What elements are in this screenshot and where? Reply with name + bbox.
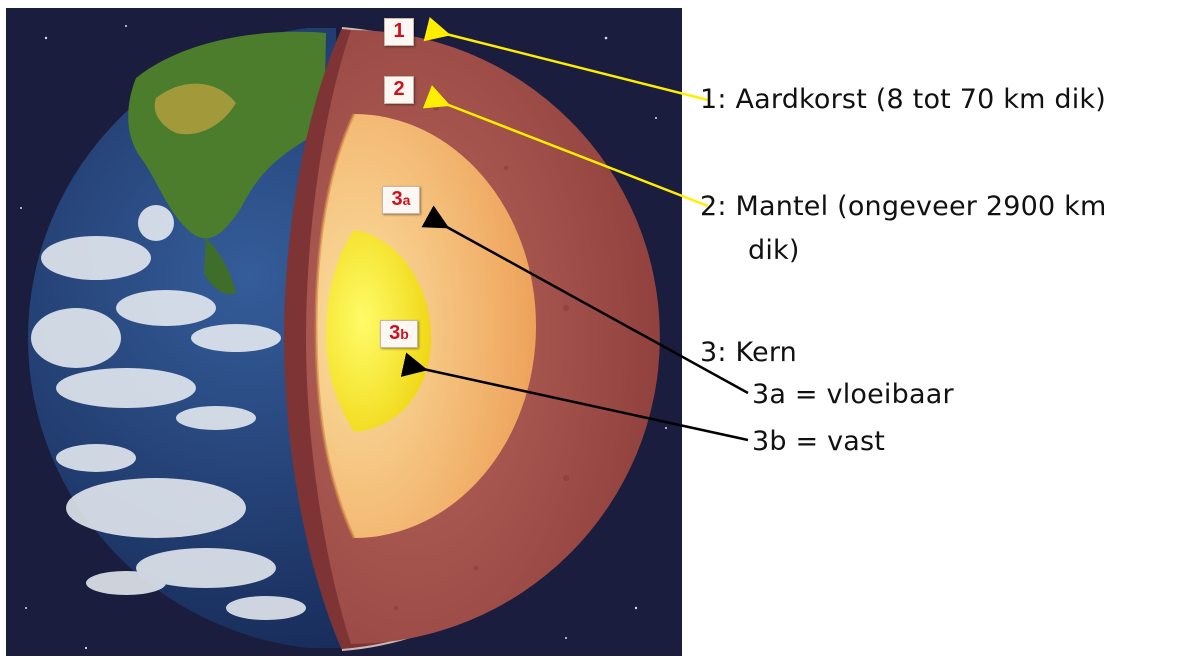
tag-3a: 3a <box>382 186 420 214</box>
label-outer-core: 3a = vloeibaar <box>752 378 954 412</box>
label-mantle-line2: dik) <box>748 234 800 268</box>
label-inner-core: 3b = vast <box>752 425 885 459</box>
tag-3b-number: 3 <box>389 322 400 344</box>
earth-cutaway-illustration: 1 2 3a 3b <box>6 8 682 656</box>
tag-3a-letter: a <box>403 192 411 208</box>
tag-3b: 3b <box>380 320 418 348</box>
tag-3b-letter: b <box>400 326 409 342</box>
label-core: 3: Kern <box>700 336 797 370</box>
tag-1: 1 <box>384 18 414 46</box>
tag-2: 2 <box>384 76 414 104</box>
label-mantle-line1: 2: Mantel (ongeveer 2900 km <box>700 190 1107 224</box>
earth-cutaway-svg <box>6 8 682 656</box>
tag-1-text: 1 <box>393 20 404 42</box>
label-crust: 1: Aardkorst (8 tot 70 km dik) <box>700 83 1106 117</box>
tag-3a-number: 3 <box>392 188 403 210</box>
tag-2-text: 2 <box>393 78 404 100</box>
